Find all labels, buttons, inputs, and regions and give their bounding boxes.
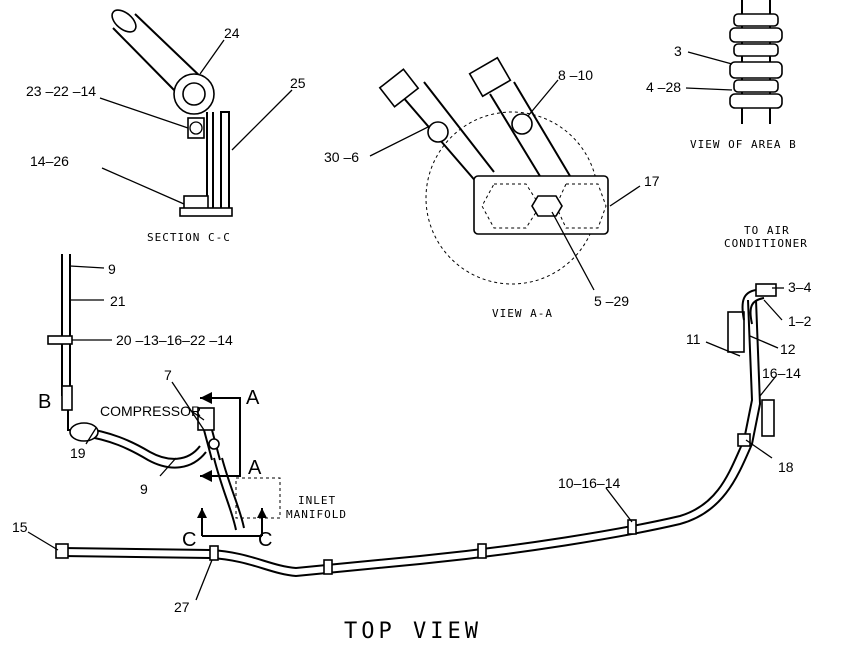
top-view-title: TOP VIEW bbox=[344, 619, 482, 644]
view-area-b-title: VIEW OF AREA B bbox=[690, 138, 797, 151]
section-mark-a-1: A bbox=[246, 387, 260, 409]
callout-24: 24 bbox=[224, 25, 240, 41]
callout-25: 25 bbox=[290, 75, 306, 91]
section-cc-title: SECTION C-C bbox=[147, 231, 231, 244]
vertical-tube-drawing bbox=[47, 254, 84, 431]
view-aa-leaders bbox=[369, 79, 641, 291]
section-mark-c-2: C bbox=[258, 529, 272, 551]
main-hose-leaders bbox=[27, 287, 784, 601]
view-area-b-drawing bbox=[729, 0, 783, 124]
callout-9-top: 9 bbox=[108, 261, 116, 277]
callout-11: 11 bbox=[686, 331, 701, 347]
view-area-b-leaders bbox=[685, 51, 733, 91]
conditioner-label: CONDITIONER bbox=[724, 237, 808, 250]
callout-3-top: 3 bbox=[674, 43, 682, 59]
callout-23-22-14: 23 –22 –14 bbox=[26, 83, 96, 99]
callout-1-2: 1–2 bbox=[788, 313, 812, 329]
callout-30-6: 30 –6 bbox=[324, 149, 359, 165]
callout-17: 17 bbox=[644, 173, 660, 189]
view-aa-title: VIEW A-A bbox=[492, 307, 553, 320]
callout-27: 27 bbox=[174, 599, 190, 615]
callout-15: 15 bbox=[12, 519, 28, 535]
callout-4-28: 4 –28 bbox=[646, 79, 681, 95]
section-mark-a-2: A bbox=[248, 457, 262, 479]
callout-7: 7 bbox=[164, 367, 172, 383]
callout-14-26: 14–26 bbox=[30, 153, 69, 169]
callout-18: 18 bbox=[778, 459, 794, 475]
section-mark-c-1: C bbox=[182, 529, 196, 551]
callout-9-bottom: 9 bbox=[140, 481, 148, 497]
callout-10-16-14: 10–16–14 bbox=[558, 475, 621, 491]
callout-5-29: 5 –29 bbox=[594, 293, 629, 309]
manifold-label: MANIFOLD bbox=[286, 508, 347, 521]
callout-19: 19 bbox=[70, 445, 86, 461]
inlet-label: INLET bbox=[298, 494, 336, 507]
callout-3-4: 3–4 bbox=[788, 279, 812, 295]
callout-21: 21 bbox=[110, 293, 126, 309]
section-mark-b: B bbox=[38, 391, 51, 413]
vertical-tube-leaders bbox=[69, 265, 112, 341]
section-cc-drawing bbox=[111, 9, 233, 217]
callout-20-13-16-22-14: 20 –13–16–22 –14 bbox=[116, 332, 233, 348]
section-cc-leaders bbox=[99, 39, 293, 205]
view-aa-drawing bbox=[378, 56, 609, 285]
compressor-label: COMPRESSOR bbox=[100, 403, 201, 419]
callout-12: 12 bbox=[780, 341, 796, 357]
callout-16-14: 16–14 bbox=[762, 365, 801, 381]
main-hose-drawing bbox=[55, 283, 777, 578]
to-air-label: TO AIR bbox=[744, 224, 790, 237]
compressor-leaders bbox=[85, 381, 205, 477]
callout-8-10: 8 –10 bbox=[558, 67, 593, 83]
